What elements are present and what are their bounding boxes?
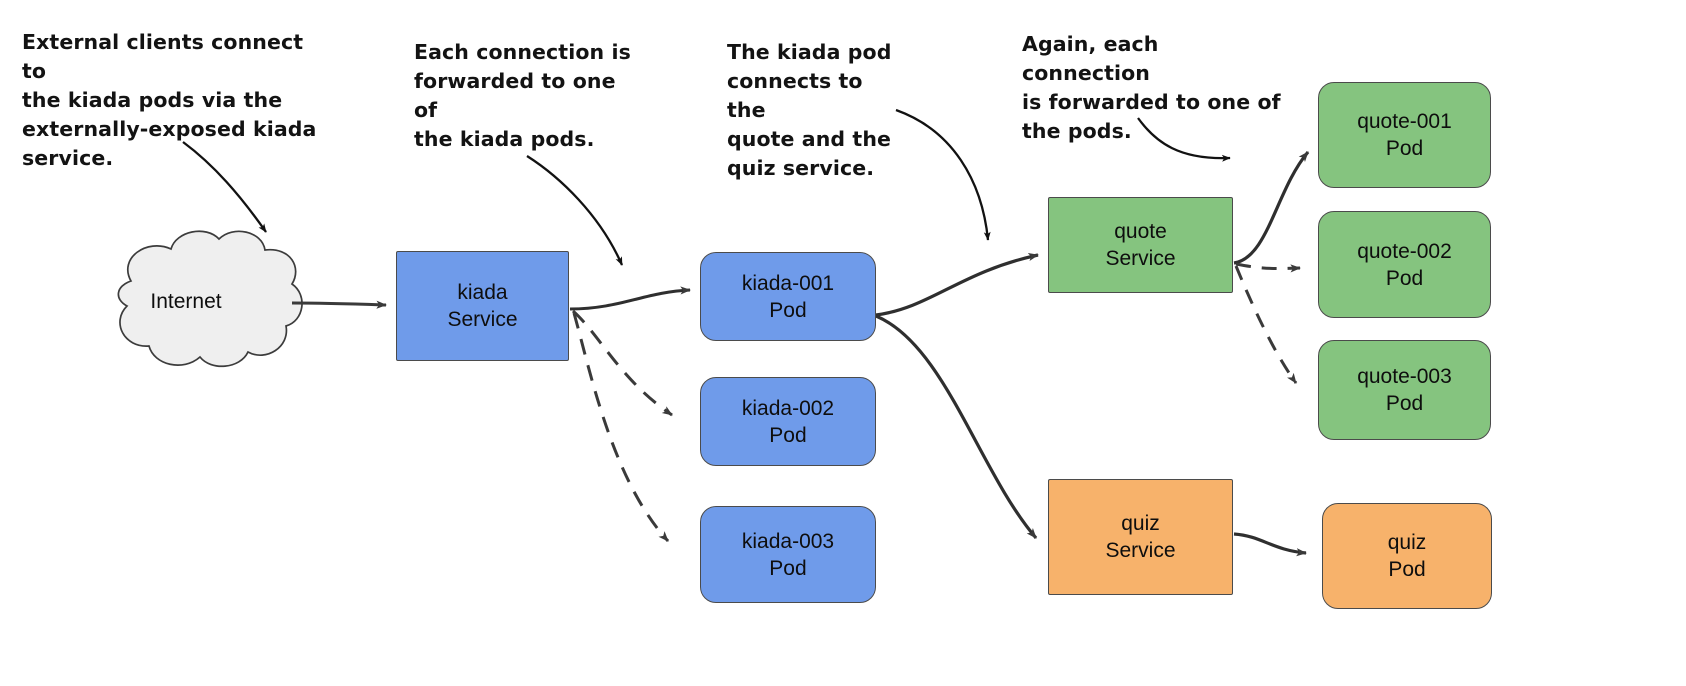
pointer-arrow-external-clients — [182, 141, 267, 233]
edge-kiada-001-to-quiz-service — [875, 314, 1038, 540]
pointer-arrow-each-connection — [526, 155, 624, 266]
quote-001-pod-node[interactable]: quote-001 Pod — [1318, 82, 1491, 188]
note-each-connection: Each connection is forwarded to one of t… — [414, 40, 631, 151]
note-kiada-pod: The kiada pod connects to the quote and … — [727, 40, 892, 180]
edge-quote-service-to-quote-001 — [1233, 150, 1310, 265]
internet-cloud-shape — [117, 230, 303, 368]
edge-quote-service-to-quote-003 — [1234, 265, 1298, 384]
quote-service-node[interactable]: quote Service — [1048, 197, 1233, 293]
kiada-003-pod-node[interactable]: kiada-003 Pod — [700, 506, 876, 603]
edge-kiada-001-to-quote-service — [875, 253, 1039, 317]
edge-quote-service-to-quote-002 — [1235, 262, 1301, 273]
edge-kiada-service-to-kiada-002 — [572, 309, 673, 417]
quote-002-pod-node[interactable]: quote-002 Pod — [1318, 211, 1491, 318]
quiz-pod-node[interactable]: quiz Pod — [1322, 503, 1492, 609]
kiada-service-node[interactable]: kiada Service — [396, 251, 569, 361]
pointer-arrow-again-each — [1137, 117, 1231, 162]
edge-internet-to-kiada-service — [291, 300, 387, 309]
edge-quiz-service-to-quiz-pod — [1233, 532, 1307, 557]
quiz-service-node[interactable]: quiz Service — [1048, 479, 1233, 595]
pointer-arrow-kiada-pod — [895, 108, 991, 241]
kiada-002-pod-node[interactable]: kiada-002 Pod — [700, 377, 876, 466]
quote-003-pod-node[interactable]: quote-003 Pod — [1318, 340, 1491, 440]
kiada-001-pod-node[interactable]: kiada-001 Pod — [700, 252, 876, 341]
edge-kiada-service-to-kiada-003 — [572, 312, 670, 543]
edge-kiada-service-to-kiada-001 — [569, 286, 691, 311]
note-again-each: Again, each connection is forwarded to o… — [1022, 32, 1281, 143]
internet-label: Internet — [150, 290, 222, 313]
note-external-clients: External clients connect to the kiada po… — [22, 30, 317, 170]
